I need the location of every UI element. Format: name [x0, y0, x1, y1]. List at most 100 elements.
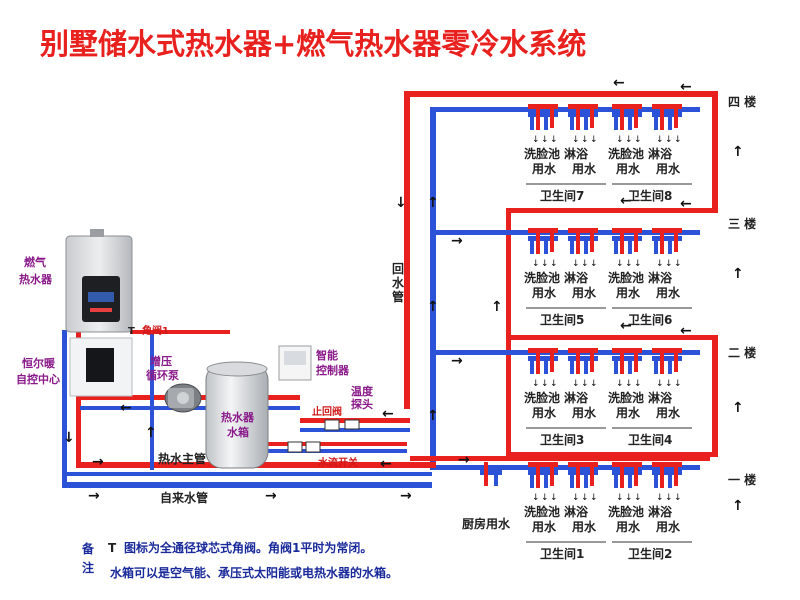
drop-arrow: ↓ — [590, 493, 598, 503]
floor-label-4: 四 楼 — [728, 94, 756, 109]
booster-pump — [164, 383, 202, 413]
washbasin-usage-label: 用水 — [531, 519, 557, 534]
temp-probe-icon — [344, 419, 360, 430]
control-screen — [86, 348, 114, 382]
svg-text:←: ← — [680, 196, 692, 212]
drop-arrow: ↓ — [581, 259, 589, 269]
drop-arrow: ↓ — [656, 379, 664, 389]
drop-arrow: ↓ — [665, 493, 673, 503]
washbasin-usage-label: 用水 — [615, 285, 641, 300]
hot-riser-left — [404, 91, 410, 409]
svg-text:←: ← — [380, 456, 392, 472]
washbasin-label: 洗脸池 — [524, 390, 560, 405]
shower-label: 淋浴 — [648, 504, 673, 519]
svg-text:→: → — [451, 233, 463, 249]
shower-label: 淋浴 — [564, 270, 589, 285]
bathroom-label: 卫生间8 — [628, 188, 672, 203]
drop-arrow: ↓ — [656, 493, 664, 503]
washbasin-usage-label: 用水 — [531, 161, 557, 176]
shower-usage-label: 用水 — [571, 405, 597, 420]
drop-arrow: ↓ — [590, 135, 598, 145]
svg-text:↑: ↑ — [732, 400, 744, 416]
check-valve-label: 止回阀 — [312, 405, 342, 418]
notes-label-2: 注 — [82, 560, 94, 575]
bathroom-label: 卫生间3 — [540, 432, 584, 447]
drop-arrow: ↓ — [625, 493, 633, 503]
svg-text:↑: ↑ — [145, 425, 157, 441]
temp-probe-label-1: 温度 — [351, 384, 374, 398]
svg-text:↓: ↓ — [63, 430, 75, 446]
shower-usage-label: 用水 — [655, 161, 681, 176]
shower-usage-label: 用水 — [655, 405, 681, 420]
shower-label: 淋浴 — [564, 146, 589, 161]
drop-arrow: ↓ — [550, 379, 558, 389]
drop-arrow: ↓ — [581, 379, 589, 389]
washbasin-usage-label: 用水 — [615, 519, 641, 534]
faucet-fitting: ↓↓↓ — [528, 228, 558, 269]
svg-text:←: ← — [382, 406, 394, 422]
gas-heater-label-1: 燃气 — [23, 255, 46, 269]
svg-text:↑: ↑ — [732, 266, 744, 282]
drop-arrow: ↓ — [550, 493, 558, 503]
smart-controller — [278, 345, 312, 381]
drop-arrow: ↓ — [625, 259, 633, 269]
flow-switch-icon-2 — [305, 441, 321, 453]
svg-text:→: → — [451, 353, 463, 369]
hot-riser-right-4 — [712, 91, 718, 211]
faucet-fitting: ↓↓↓ — [612, 228, 642, 269]
control-center-label-2: 自控中心 — [16, 372, 60, 386]
svg-text:←: ← — [680, 79, 692, 95]
svg-text:↑: ↑ — [491, 299, 503, 315]
drop-arrow: ↓ — [616, 259, 624, 269]
check-valve-icon — [324, 419, 340, 431]
washbasin-label: 洗脸池 — [524, 504, 560, 519]
svg-text:→: → — [92, 454, 104, 470]
drop-arrow: ↓ — [581, 135, 589, 145]
drop-arrow: ↓ — [541, 379, 549, 389]
gas-water-heater — [65, 229, 133, 333]
control-center — [69, 337, 133, 397]
svg-text:↑: ↑ — [427, 195, 439, 211]
drop-arrow: ↓ — [616, 379, 624, 389]
svg-text:←: ← — [620, 193, 632, 209]
drop-arrow: ↓ — [665, 135, 673, 145]
faucet-fitting: ↓↓↓ — [652, 348, 682, 389]
bathroom-label: 卫生间6 — [628, 312, 672, 327]
faucet-fitting: ↓↓↓ — [528, 104, 558, 145]
drop-arrow: ↓ — [532, 135, 540, 145]
note-line-2: 水箱可以是空气能、承压式太阳能或电热水器的水箱。 — [110, 565, 398, 580]
drop-arrow: ↓ — [656, 135, 664, 145]
floor-label-2: 二 楼 — [728, 345, 756, 360]
drop-arrow: ↓ — [625, 135, 633, 145]
washbasin-label: 洗脸池 — [524, 270, 560, 285]
pump-label-1: 增压 — [150, 354, 172, 368]
flow-switch-label: 水流开关 — [317, 456, 358, 469]
drop-arrow: ↓ — [634, 493, 642, 503]
diagram-title: 别墅储水式热水器+燃气热水器零冷水系统 — [40, 27, 586, 61]
washbasin-label: 洗脸池 — [608, 504, 644, 519]
washbasin-usage-label: 用水 — [531, 405, 557, 420]
kitchen-label: 厨房用水 — [462, 516, 511, 531]
hot-top-run — [404, 91, 714, 97]
drop-arrow: ↓ — [674, 493, 682, 503]
drop-arrow: ↓ — [674, 379, 682, 389]
svg-text:→: → — [400, 488, 412, 504]
drop-arrow: ↓ — [572, 259, 580, 269]
drop-arrow: ↓ — [634, 135, 642, 145]
controller-label-1: 智能 — [316, 348, 338, 362]
bathroom-label: 卫生间4 — [628, 432, 672, 447]
note-line-1: 图标为全通径球芯式角阀。角阀1平时为常闭。 — [124, 540, 372, 555]
shower-usage-label: 用水 — [571, 519, 597, 534]
drop-arrow: ↓ — [665, 259, 673, 269]
svg-text:↑: ↑ — [732, 144, 744, 160]
shower-label: 淋浴 — [564, 504, 589, 519]
valve-symbol: T — [108, 541, 117, 555]
washbasin-usage-label: 用水 — [615, 161, 641, 176]
svg-text:↑: ↑ — [427, 408, 439, 424]
drop-arrow: ↓ — [616, 135, 624, 145]
tank-label-1: 热水器 — [221, 410, 255, 424]
temp-probe-label-2: 探头 — [351, 397, 373, 411]
drop-arrow: ↓ — [550, 135, 558, 145]
return-label-2: 水 — [392, 275, 405, 290]
